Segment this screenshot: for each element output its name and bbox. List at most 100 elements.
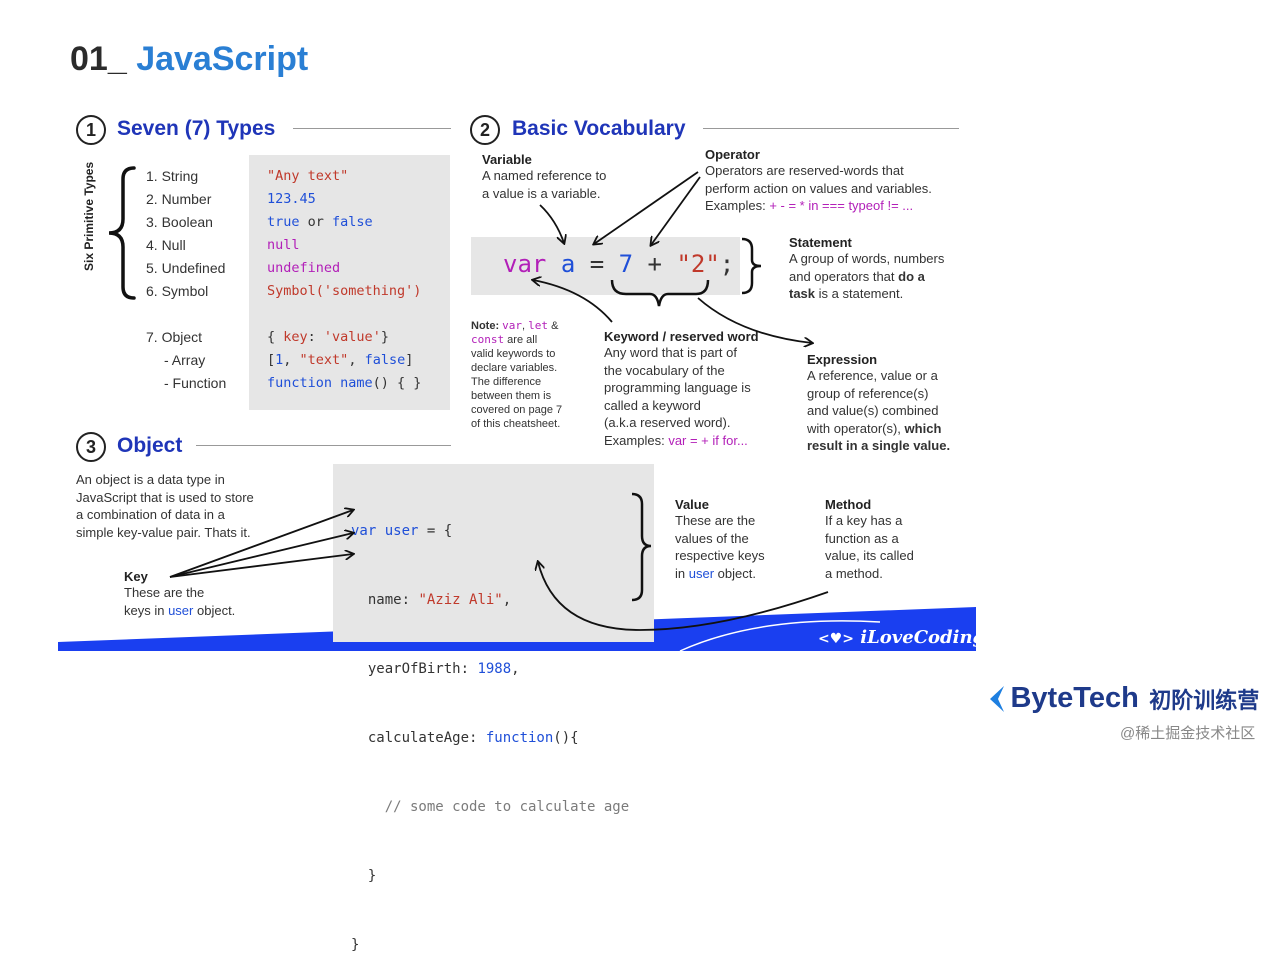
expression-desc-1: A reference, value or a xyxy=(807,368,938,383)
code-line-4: calculateAge: function(){ xyxy=(351,727,629,750)
code-line-3-value: 1988 xyxy=(477,661,512,677)
note-const: const xyxy=(471,333,505,346)
object-code-box xyxy=(333,464,654,642)
code-line-4-rest: (){ xyxy=(553,730,579,746)
object-arrows xyxy=(169,492,829,631)
section-1-rule xyxy=(293,128,451,129)
code-two: "2" xyxy=(676,250,720,278)
note-line-7: covered on page 7 xyxy=(471,404,563,416)
code-line-3-key: yearOfBirth: xyxy=(351,661,478,677)
statement-label: Statement xyxy=(789,235,852,250)
obj-close: } xyxy=(380,329,389,345)
statement-annotation: Statement A group of words, numbers and … xyxy=(789,235,944,303)
example-string: "Any text" xyxy=(267,168,349,184)
expression-desc-4a: with operator(s), xyxy=(807,420,905,436)
section-2-title: Basic Vocabulary xyxy=(512,117,686,140)
object-type-list: 7. Object - Array - Function xyxy=(146,326,226,395)
variable-label: Variable xyxy=(482,152,532,167)
primitive-brace xyxy=(108,166,136,300)
note-line-3: valid keywords to xyxy=(471,348,556,360)
value-desc-4a: in xyxy=(675,565,689,581)
example-array: [1, "text", false] xyxy=(267,349,421,372)
statement-desc-3b: is a statement. xyxy=(815,286,904,301)
code-line-3: yearOfBirth: 1988, xyxy=(351,658,629,681)
code-line-1-user: user xyxy=(376,523,419,539)
keyword-examples-list: var = + if for... xyxy=(668,432,748,448)
vocabulary-arrows xyxy=(0,171,1287,747)
method-desc-2: function as a xyxy=(825,530,899,546)
bytetech-icon xyxy=(990,685,1004,712)
key-annotation: Key These are the keys in user object. xyxy=(124,569,235,619)
variable-arrow xyxy=(539,204,564,243)
key-arrow-calc xyxy=(169,554,353,578)
method-desc-3: value, its called xyxy=(825,548,914,563)
example-undefined: undefined xyxy=(267,260,341,276)
expression-desc-4: with operator(s), which xyxy=(807,420,950,438)
method-desc-1: If a key has a xyxy=(825,513,903,528)
note-line-4: declare variables. xyxy=(471,362,558,374)
keyword-examples-label: Examples: xyxy=(604,432,669,448)
type-boolean-label: 3. Boolean xyxy=(146,214,213,230)
code-line-2: name: "Aziz Ali", xyxy=(351,589,629,612)
obj-key: key xyxy=(283,329,308,345)
expression-desc-5: result in a single value. xyxy=(807,438,951,453)
type-symbol-label: 6. Symbol xyxy=(146,283,209,299)
key-desc-1: These are the xyxy=(124,585,205,600)
statement-code-box xyxy=(471,237,740,295)
example-or: or xyxy=(299,214,333,230)
example-function: function name() { } xyxy=(267,372,421,395)
code-var: var xyxy=(503,250,547,278)
method-desc-4: a method. xyxy=(825,565,883,581)
example-boolean: true or false xyxy=(267,211,421,234)
key-arrow-name xyxy=(169,510,353,578)
code-line-2-value: "Aziz Ali" xyxy=(418,592,503,608)
object-desc-1: An object is a data type in xyxy=(76,472,225,487)
operator-examples-list: + - = * in === typeof != ... xyxy=(769,198,914,213)
section-2-number: 2 xyxy=(470,115,500,145)
bytetech-logo: ByteTech 初阶训练营 xyxy=(986,682,1259,715)
keyword-desc-4: called a keyword xyxy=(604,397,701,413)
value-desc-3: respective keys xyxy=(675,548,765,563)
example-number: 123.45 xyxy=(267,191,316,207)
operator-arrow-plus xyxy=(651,176,701,245)
expression-arrow xyxy=(697,297,812,343)
note-comma: , xyxy=(522,320,529,332)
code-line-1: var user = { xyxy=(351,520,629,543)
arr-num: 1 xyxy=(275,352,284,368)
example-object: { key: 'value'} xyxy=(267,326,421,349)
type-examples-box xyxy=(249,155,450,410)
code-line-3-comma: , xyxy=(511,661,520,677)
keyword-desc-5: (a.k.a reserved word). xyxy=(604,415,731,430)
expression-brace xyxy=(610,279,710,307)
expression-annotation: Expression A reference, value or a group… xyxy=(807,352,950,455)
note-line-1: Note: var, let & xyxy=(471,319,581,333)
arr-close: ] xyxy=(405,352,414,368)
code-line-2-key: name: xyxy=(351,592,419,608)
object-desc-4: simple key-value pair. Thats it. xyxy=(76,524,251,540)
keyword-desc-2: the vocabulary of the xyxy=(604,362,725,378)
expression-label: Expression xyxy=(807,352,878,367)
value-desc-4c: object. xyxy=(714,565,756,581)
operator-arrow-eq xyxy=(594,171,699,244)
key-desc-2c: object. xyxy=(193,602,236,618)
variable-desc-1: A named reference to xyxy=(482,168,607,183)
obj-open: { xyxy=(267,329,284,345)
operator-annotation: Operator Operators are reserved-words th… xyxy=(705,147,932,215)
method-arrow xyxy=(538,562,829,631)
ilovecoding-logo: <♥> iLoveCoding xyxy=(818,627,985,648)
keyword-annotation: Keyword / reserved word Any word that is… xyxy=(604,329,759,449)
operator-desc-1: Operators are reserved-words that xyxy=(705,163,904,178)
fn-keyword: function xyxy=(267,375,333,391)
keyword-arrow xyxy=(533,280,613,323)
example-true: true xyxy=(267,214,300,230)
note-let: let xyxy=(528,319,549,332)
object-desc-3: a combination of data in a xyxy=(76,507,225,522)
arr-comma-2: , xyxy=(348,352,365,368)
variable-annotation: Variable A named reference to a value is… xyxy=(482,152,606,202)
code-line-4-function: function xyxy=(485,730,554,746)
code-line-4-key: calculateAge: xyxy=(351,730,486,746)
value-desc-2: values of the xyxy=(675,530,749,546)
value-label: Value xyxy=(675,497,709,512)
statement-desc-3a: task xyxy=(789,286,816,301)
key-label: Key xyxy=(124,569,148,584)
